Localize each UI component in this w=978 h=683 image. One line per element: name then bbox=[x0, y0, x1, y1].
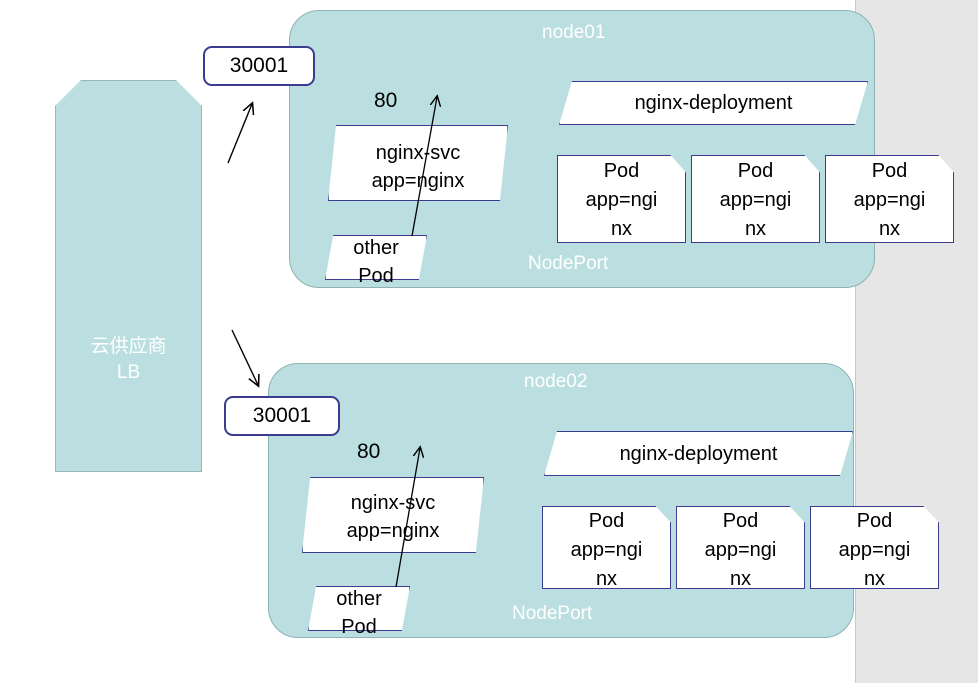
nodeport-label-node02: NodePort bbox=[512, 603, 593, 624]
service-port-label-node01: 80 bbox=[374, 89, 398, 112]
service-shape-node02[interactable] bbox=[302, 477, 484, 553]
nodeport-badge-node02[interactable]: 30001 bbox=[224, 396, 340, 436]
nodeport-badge-node01[interactable]: 30001 bbox=[203, 46, 315, 86]
deployment-shape-node02[interactable] bbox=[544, 431, 853, 476]
pod-shape-node01-2[interactable] bbox=[691, 155, 820, 243]
cloud-provider-lb-shape: 云供应商 LB bbox=[55, 80, 202, 472]
arrow-lb-to-node01 bbox=[227, 104, 252, 164]
pod-shape-node01-3[interactable] bbox=[825, 155, 954, 243]
other-pod-shape-node01[interactable] bbox=[325, 235, 427, 280]
pod-shape-node02-1[interactable] bbox=[542, 506, 671, 589]
cloud-provider-lb-label: 云供应商 LB bbox=[90, 336, 167, 383]
arrow-lb-to-node02 bbox=[231, 329, 258, 385]
nodeport-label-node01: NodePort bbox=[528, 253, 609, 274]
pod-shape-node02-3[interactable] bbox=[810, 506, 939, 589]
pod-shape-node01-1[interactable] bbox=[557, 155, 686, 243]
pod-shape-node02-2[interactable] bbox=[676, 506, 805, 589]
deployment-shape-node01[interactable] bbox=[559, 81, 868, 125]
service-shape-node01[interactable] bbox=[328, 125, 508, 201]
node-title-node01: node01 bbox=[542, 22, 606, 43]
node-title-node02: node02 bbox=[524, 371, 588, 392]
service-port-label-node02: 80 bbox=[357, 440, 381, 463]
other-pod-shape-node02[interactable] bbox=[308, 586, 410, 631]
